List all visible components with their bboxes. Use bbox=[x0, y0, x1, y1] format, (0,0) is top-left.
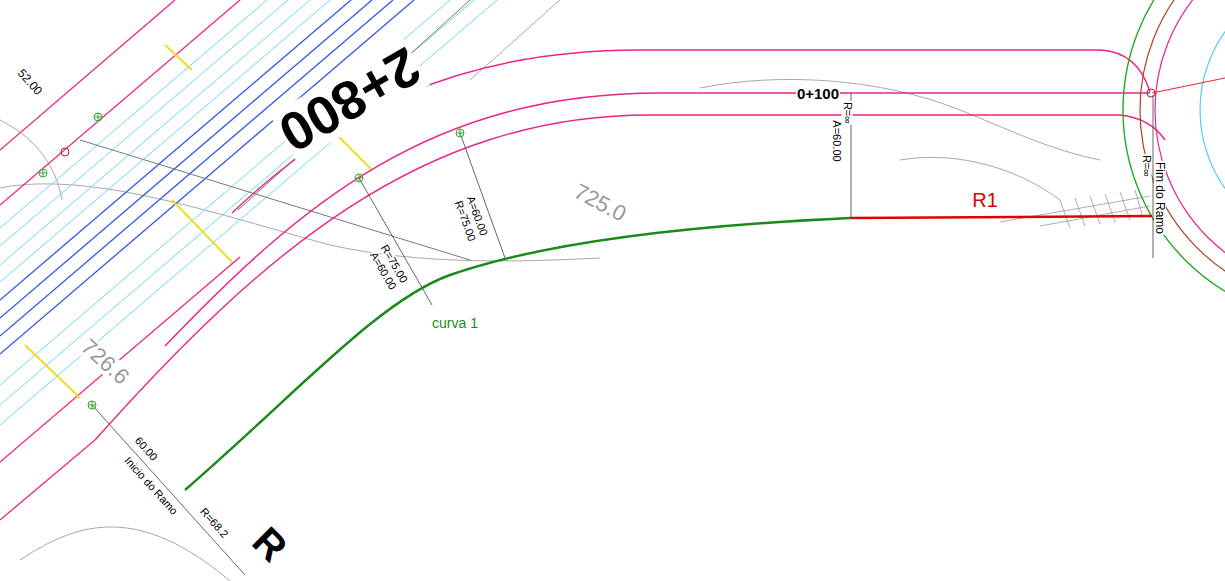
radius-label: R=∞ bbox=[1141, 154, 1152, 178]
station-label: 0+100 bbox=[796, 86, 840, 101]
clothoid-label: A=60.00 bbox=[831, 119, 842, 162]
segment-name: R1 bbox=[971, 190, 999, 210]
station-label: 2+800 bbox=[270, 38, 430, 162]
radius-label: R=68.2 bbox=[197, 505, 230, 540]
contour-elevation: 726.6 bbox=[76, 335, 133, 390]
curve-alignment bbox=[185, 218, 850, 490]
ramp-letter: R bbox=[245, 519, 295, 569]
main-road-edges bbox=[0, 0, 240, 520]
leader-lines bbox=[92, 93, 1153, 575]
terrain-contours bbox=[0, 0, 1100, 581]
dimension-label: 52.00 bbox=[15, 66, 45, 98]
main-road-lanes bbox=[0, 0, 497, 425]
radius-label: R=∞ bbox=[842, 101, 853, 125]
roundabout bbox=[1123, 0, 1225, 322]
point-markers bbox=[61, 89, 1155, 156]
point-markers bbox=[39, 113, 464, 409]
straight-alignment bbox=[850, 216, 1152, 218]
hatching bbox=[1000, 190, 1150, 228]
ramp-end-label: Fim do Ramo bbox=[1154, 161, 1166, 235]
ramp-edges bbox=[95, 50, 1165, 440]
contour-elevation: 725.0 bbox=[570, 180, 631, 226]
grey-lines bbox=[80, 0, 470, 260]
dimension-label: 60.00 bbox=[132, 434, 160, 463]
curve-name: curva 1 bbox=[431, 316, 479, 330]
main-road-lines bbox=[0, 0, 414, 354]
